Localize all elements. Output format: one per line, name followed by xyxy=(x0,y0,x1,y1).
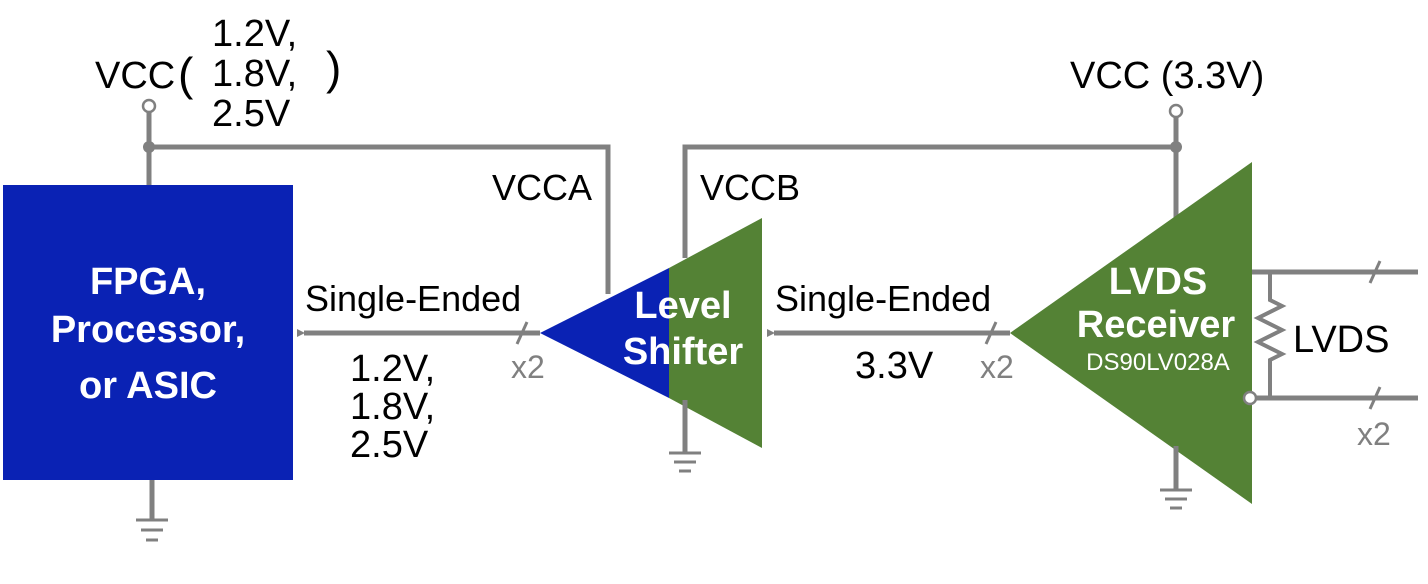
fpga-block: FPGA, Processor, or ASIC xyxy=(3,185,293,542)
vcc-left-value-2: 1.8V, xyxy=(212,53,297,95)
fpga-label-line-3: or ASIC xyxy=(79,365,217,407)
vcc-right-junction-icon xyxy=(1170,141,1182,153)
termination-resistor-icon xyxy=(1253,272,1287,398)
lvds-bus: LVDS x2 xyxy=(1242,260,1418,452)
level-shifter-label-line-2: Shifter xyxy=(623,331,744,373)
lvds-receiver-part-number: DS90LV028A xyxy=(1086,349,1230,376)
vcc-left-open-paren: ( xyxy=(178,48,194,100)
level-shifter-green-half xyxy=(669,218,762,448)
left-bus-label: Single-Ended xyxy=(305,278,521,319)
vcc-left-terminal-icon xyxy=(141,98,157,114)
vcc-left-supply: VCC ( 1.2V, 1.8V, 2.5V ) xyxy=(95,13,611,294)
lvds-receiver-triangle xyxy=(1010,162,1252,504)
lvds-bottom-tick-icon xyxy=(1368,386,1382,410)
vccb-label: VCCB xyxy=(700,167,800,208)
vcc-left-value-1: 1.2V, xyxy=(212,13,297,55)
fpga-ground-icon xyxy=(136,518,168,542)
level-shifter-blue-half xyxy=(540,268,669,398)
right-bus-label: Single-Ended xyxy=(775,278,991,319)
left-bus-voltage-2: 1.8V, xyxy=(350,386,435,428)
lvds-receiver-label-line-2: Receiver xyxy=(1077,304,1236,346)
right-bus: Single-Ended 3.3V x2 xyxy=(767,278,1014,387)
level-shifter-ground-icon xyxy=(669,451,701,473)
lvds-input-terminal-icon xyxy=(1242,390,1258,406)
vcc-left-value-3: 2.5V xyxy=(212,93,291,135)
left-bus: Single-Ended 1.2V, 1.8V, 2.5V x2 xyxy=(297,278,545,466)
lvds-count: x2 xyxy=(1357,416,1391,452)
lvds-receiver-ground-icon xyxy=(1160,488,1192,510)
vccb-wire xyxy=(682,144,1176,258)
vcc-right-label: VCC (3.3V) xyxy=(1070,55,1264,97)
right-bus-tick-icon xyxy=(984,321,998,345)
right-bus-voltage: 3.3V xyxy=(855,345,934,387)
level-shifter-label-line-1: Level xyxy=(634,285,731,327)
vcca-label: VCCA xyxy=(492,167,592,208)
left-bus-tick-icon xyxy=(515,321,529,345)
vcc-right-terminal-icon xyxy=(1168,103,1184,119)
vcc-right-supply: VCC (3.3V) xyxy=(1070,55,1264,218)
vcc-left-label: VCC xyxy=(95,55,175,97)
lvds-receiver: LVDS Receiver DS90LV028A xyxy=(1010,162,1252,510)
lvds-top-tick-icon xyxy=(1368,260,1382,284)
fpga-label-line-2: Processor, xyxy=(51,309,245,351)
right-bus-count: x2 xyxy=(980,349,1014,385)
fpga-box xyxy=(3,185,293,480)
lvds-receiver-label-line-1: LVDS xyxy=(1109,261,1208,303)
vcca-wire xyxy=(149,144,611,294)
lvds-label: LVDS xyxy=(1293,319,1389,361)
vcc-left-close-paren: ) xyxy=(326,42,341,94)
left-bus-voltage-1: 1.2V, xyxy=(350,348,435,390)
fpga-label-line-1: FPGA, xyxy=(90,261,206,303)
left-bus-count: x2 xyxy=(511,349,545,385)
level-shifter: Level Shifter VCCA VCCB xyxy=(492,144,1176,473)
left-bus-voltage-3: 2.5V xyxy=(350,424,429,466)
